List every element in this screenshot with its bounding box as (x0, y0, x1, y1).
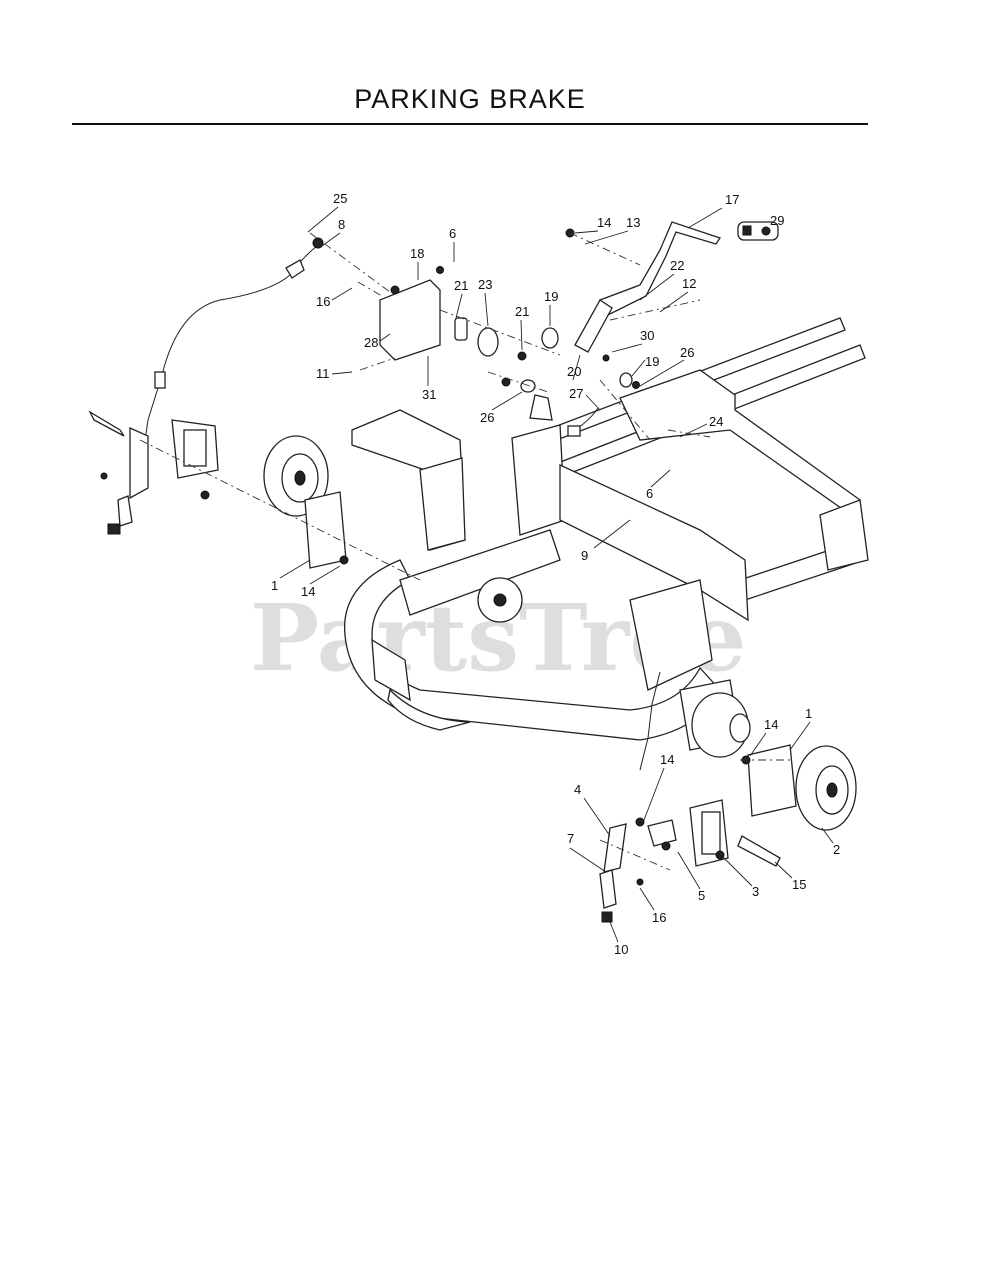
callout-label: 12 (682, 276, 696, 291)
callout-label: 4 (574, 782, 581, 797)
page-title: PARKING BRAKE (354, 84, 586, 114)
callout-label: 13 (626, 215, 640, 230)
callout-label: 19 (544, 289, 558, 304)
callout-label: 26 (480, 410, 494, 425)
callout-label: 24 (709, 414, 723, 429)
callout-label: 15 (792, 877, 806, 892)
callout-label: 21 (515, 304, 529, 319)
parking-brake-lever (565, 221, 779, 389)
callout-label: 25 (333, 191, 347, 206)
callout-label: 16 (316, 294, 330, 309)
callout-label: 6 (449, 226, 456, 241)
explosion-lines (139, 232, 790, 871)
callout-label: 17 (725, 192, 739, 207)
callout-label: 14 (301, 584, 315, 599)
callout-label: 18 (410, 246, 424, 261)
callout-label: 26 (680, 345, 694, 360)
callout-label: 31 (422, 387, 436, 402)
callout-label: 6 (646, 486, 653, 501)
callout-label: 28 (364, 335, 378, 350)
callout-label: 5 (698, 888, 705, 903)
brake-bracket-assembly (379, 266, 559, 421)
callout-label: 22 (670, 258, 684, 273)
leader-lines (279, 206, 834, 943)
callout-label: 16 (652, 910, 666, 925)
callout-label: 2 (833, 842, 840, 857)
callout-label: 14 (660, 752, 674, 767)
callout-label: 27 (569, 386, 583, 401)
callout-label: 14 (764, 717, 778, 732)
callout-label: 9 (581, 548, 588, 563)
callout-label: 14 (597, 215, 611, 230)
callout-label: 1 (805, 706, 812, 721)
right-brake-group (599, 744, 857, 923)
callout-label: 20 (567, 364, 581, 379)
callout-label: 30 (640, 328, 654, 343)
callout-label: 11 (316, 366, 330, 381)
callout-label: 19 (645, 354, 659, 369)
brake-cable (137, 237, 661, 771)
callout-label: 21 (454, 278, 468, 293)
callout-label: 23 (478, 277, 492, 292)
callout-label: 1 (271, 578, 278, 593)
callout-label: 10 (614, 942, 628, 957)
callout-label: 3 (752, 884, 759, 899)
callout-label: 7 (567, 831, 574, 846)
main-frame (343, 317, 869, 758)
title-rule (72, 123, 868, 125)
left-brake-group (88, 410, 349, 569)
callout-label: 8 (338, 217, 345, 232)
callout-label: 29 (770, 213, 784, 228)
callout-labels: 25 8 6 18 16 21 23 21 19 28 11 31 26 20 … (271, 191, 840, 957)
